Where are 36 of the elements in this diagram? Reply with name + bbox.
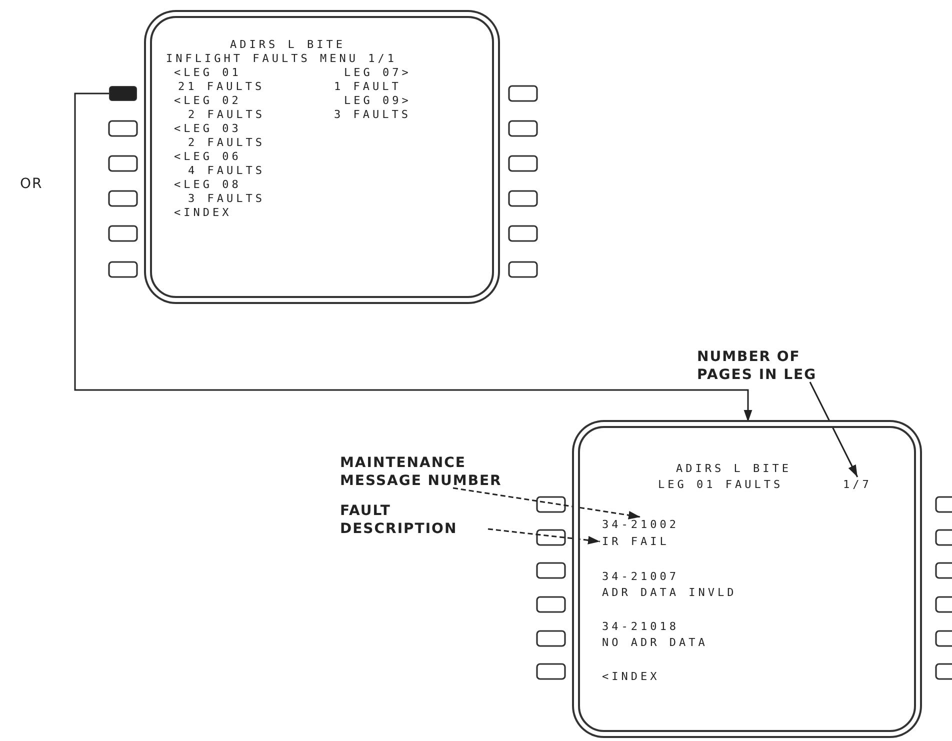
screen-text: 3 FAULTS [334,108,411,121]
screen-text: 1/7 [843,478,872,491]
leader-line [452,487,641,520]
screen-text: LEG 07> [344,66,412,79]
screen-text: <LEG 06 [174,150,242,163]
leader-line [809,382,858,478]
line-select-key [109,86,137,101]
callout-label: NUMBER OF PAGES IN LEG [697,348,817,384]
callout-label: FAULT DESCRIPTION [340,502,490,538]
screen-text: 34-21007 [602,570,679,583]
screen-text: <LEG 01 [174,66,242,79]
screen-text: <LEG 08 [174,178,242,191]
arrow [74,92,752,422]
screen-text: <INDEX [174,206,232,219]
screen-text: <INDEX [602,670,660,683]
screen-text: NO ADR DATA [602,636,708,649]
screen-text: <LEG 03 [174,122,242,135]
screen-text: 3 FAULTS [188,192,265,205]
note-text: OR [20,175,43,193]
screen-text: <LEG 02 [174,94,242,107]
screen-text: 1 FAULT [334,80,402,93]
callout-label: MAINTENANCE MESSAGE NUMBER [340,454,520,490]
screen-text: INFLIGHT FAULTS MENU 1/1 [166,52,397,65]
screen-text: ADIRS L BITE [676,462,792,475]
screen-text: 2 FAULTS [188,136,265,149]
screen-text: ADR DATA INVLD [602,586,737,599]
screen-text: LEG 09> [344,94,412,107]
screen-text: 34-21018 [602,620,679,633]
screen-text: ADIRS L BITE [230,38,346,51]
leader-line [488,528,600,544]
screen-text: 2 FAULTS [188,108,265,121]
screen-text: LEG 01 FAULTS [658,478,784,491]
screen-text: 4 FAULTS [188,164,265,177]
screen-text: IR FAIL [602,535,670,548]
screen-text: 21 FAULTS [178,80,265,93]
screen-text: 34-21002 [602,518,679,531]
